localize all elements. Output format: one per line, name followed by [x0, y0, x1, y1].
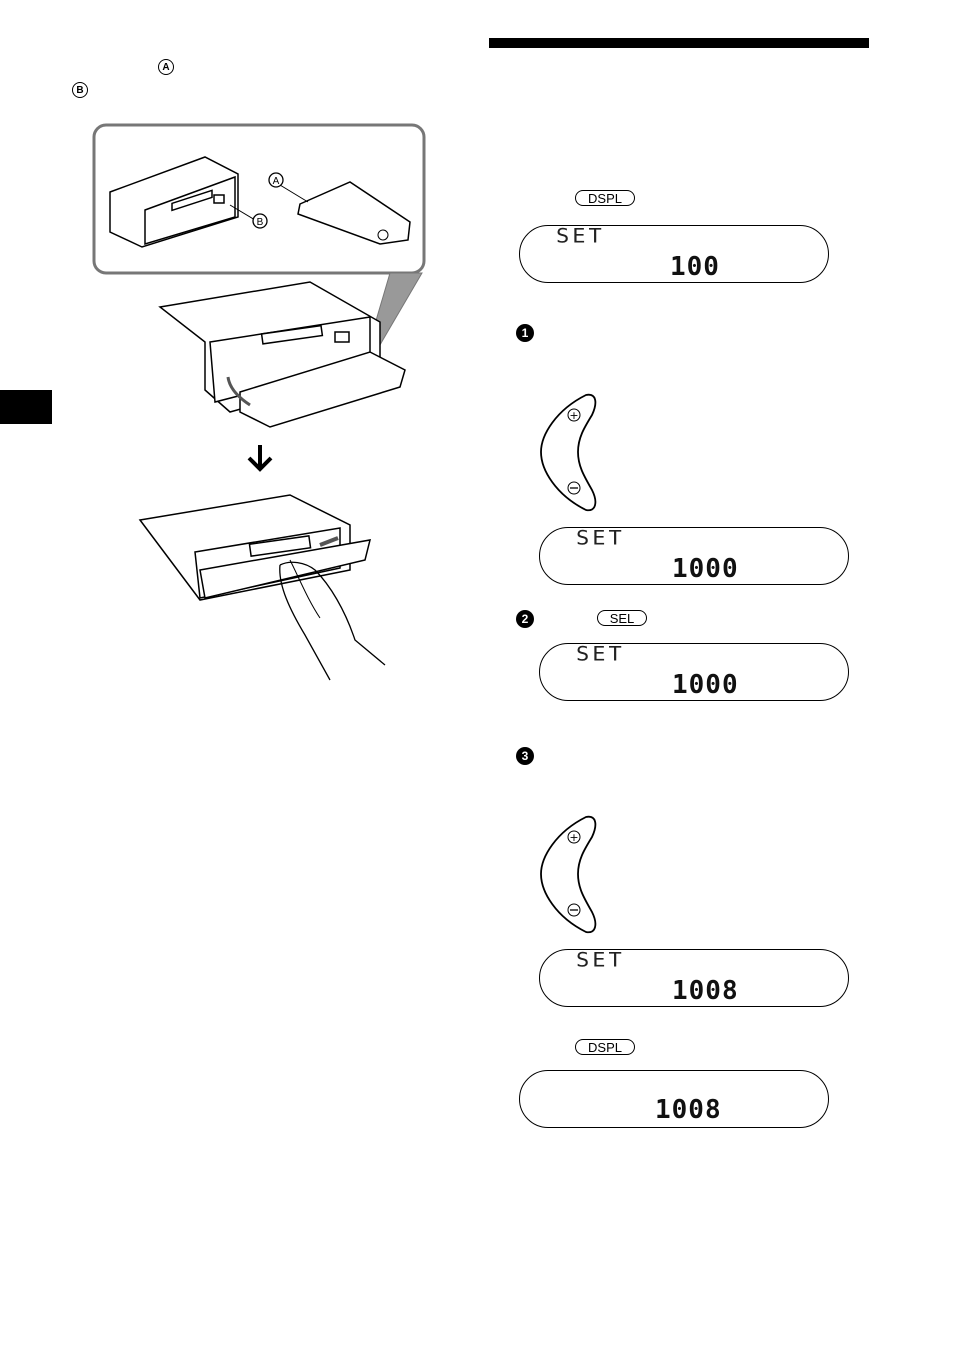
callout-b-text: B: [257, 217, 264, 228]
plus-icon: [567, 830, 581, 844]
step-3-badge: 3: [516, 747, 534, 765]
lcd-value: 1008: [672, 976, 739, 1006]
lcd-display-3: SET 1000: [539, 643, 849, 701]
step-2-badge: 2: [516, 610, 534, 628]
marker-a-label: A: [158, 59, 174, 75]
lcd-set-text: SET: [556, 225, 605, 248]
dspl-key-2[interactable]: DSPL: [575, 1039, 635, 1055]
callout-a-text: A: [273, 176, 280, 187]
lcd-display-4: SET 1008: [539, 949, 849, 1007]
step-1-badge: 1: [516, 324, 534, 342]
section-tab: [0, 390, 52, 424]
svg-text:+: +: [569, 831, 578, 844]
seek-dial-2[interactable]: +: [536, 812, 606, 937]
lcd-display-1: SET 100: [519, 225, 829, 283]
lcd-set-text: SET: [576, 949, 625, 972]
faceplate-attach-illustration: B A: [92, 123, 426, 428]
sel-key[interactable]: SEL: [597, 610, 647, 626]
lcd-set-text: SET: [576, 527, 625, 550]
dspl-key[interactable]: DSPL: [575, 190, 635, 206]
lcd-value: 1008: [655, 1095, 722, 1125]
lcd-value: 1000: [672, 554, 739, 584]
faceplate-push-illustration: [138, 494, 386, 681]
lcd-display-2: SET 1000: [539, 527, 849, 585]
svg-text:+: +: [569, 409, 578, 422]
lcd-set-text: SET: [576, 643, 625, 666]
title-rule: [489, 38, 869, 48]
lcd-value: 100: [670, 252, 720, 282]
plus-icon: [567, 408, 581, 422]
seek-dial-1[interactable]: +: [536, 390, 606, 515]
down-arrow-icon: [247, 445, 273, 472]
lcd-value: 1000: [672, 670, 739, 700]
lcd-display-5: 1008: [519, 1070, 829, 1128]
marker-b-label: B: [72, 82, 88, 98]
